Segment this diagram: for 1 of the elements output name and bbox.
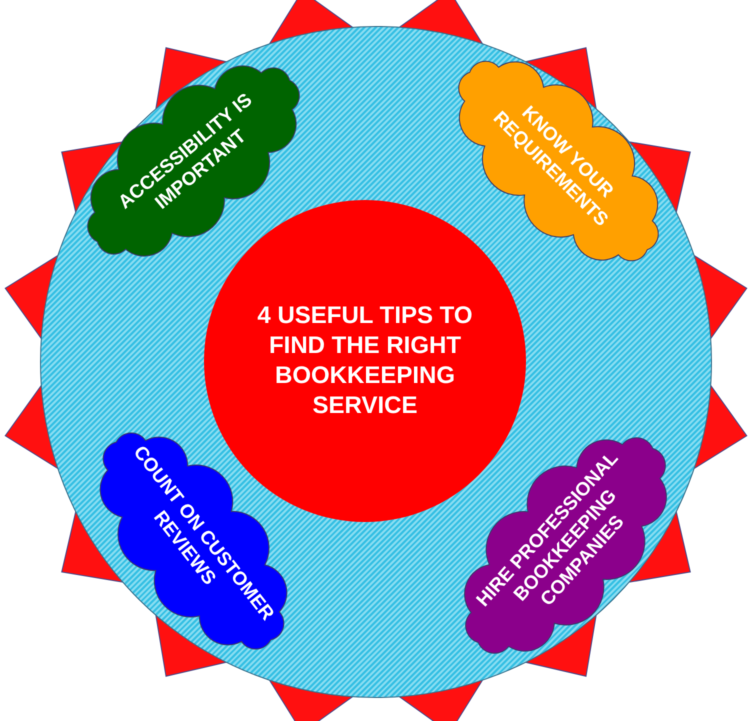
title-text: 4 USEFUL TIPS TO FIND THE RIGHT BOOKKEEPING SERVICE	[256, 301, 474, 421]
